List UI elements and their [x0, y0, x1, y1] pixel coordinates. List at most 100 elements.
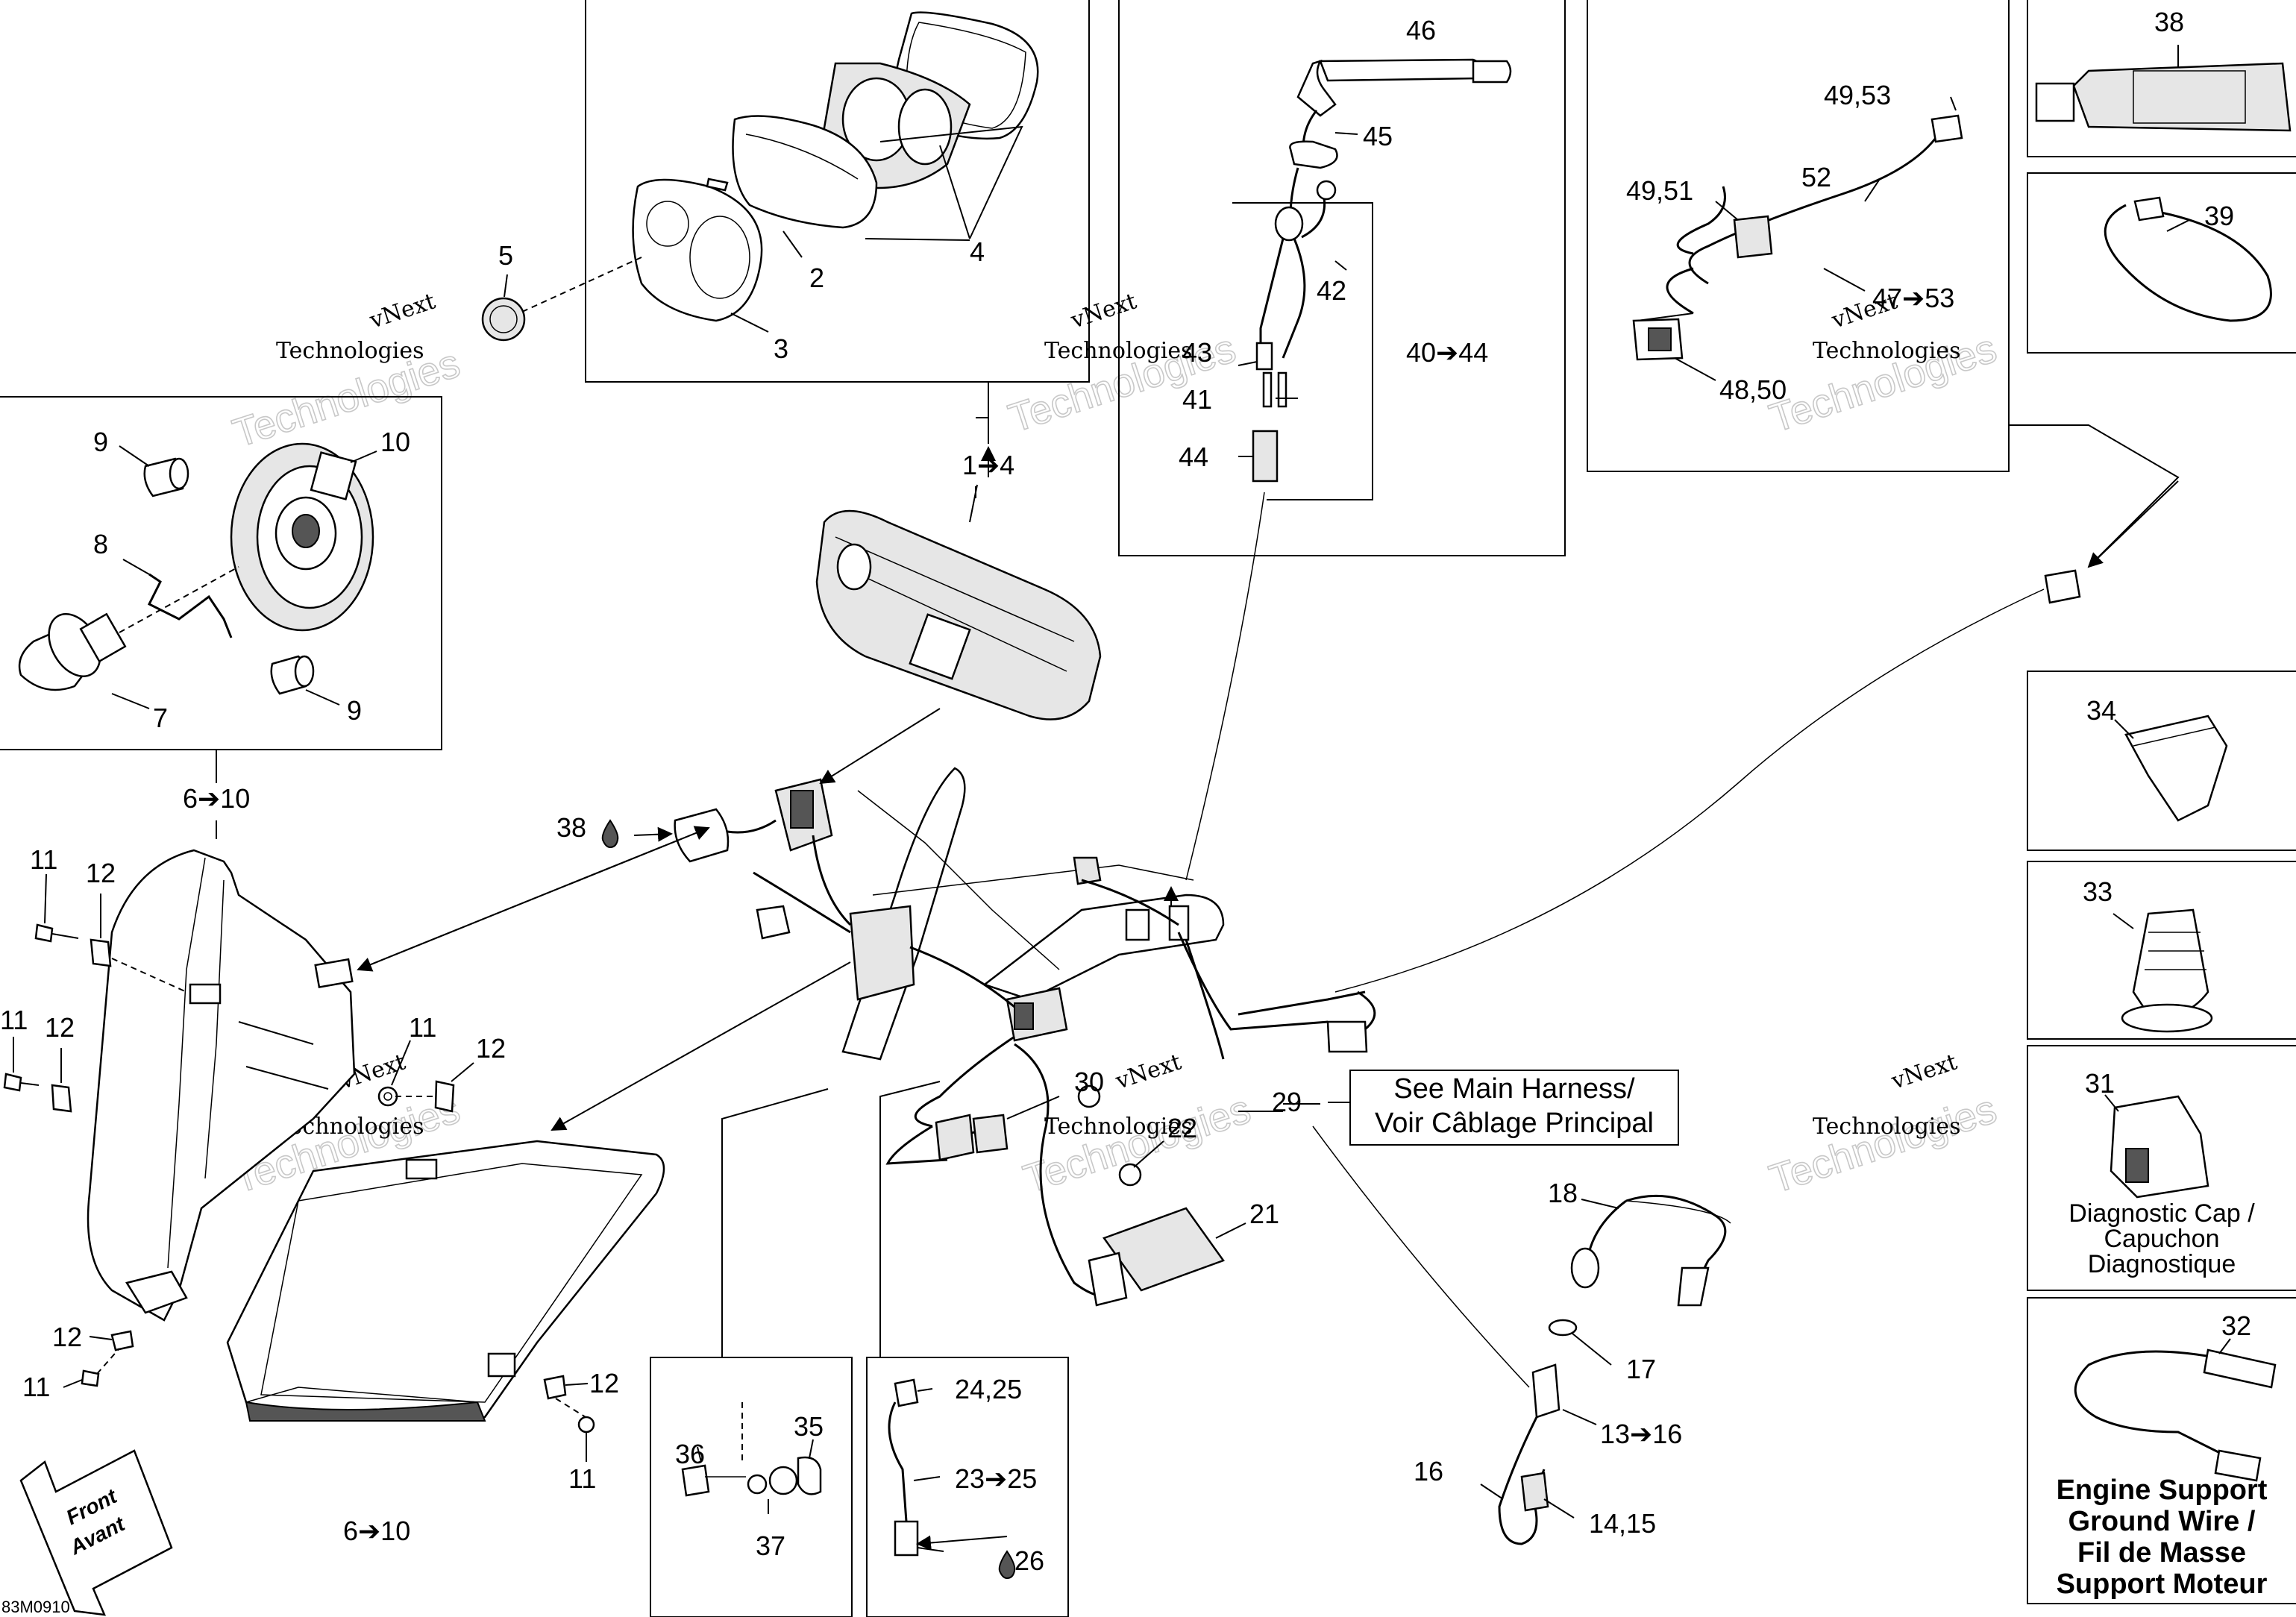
notes: See Main Harness/ Voir Câblage Principal… [1, 1070, 2268, 1616]
headlamp-kit-box [0, 396, 442, 750]
callout-11-c: 11 [409, 1012, 436, 1043]
callout-4: 4 [970, 236, 985, 267]
main-harness-note-box [1349, 1070, 1679, 1146]
tie-box [2027, 172, 2296, 354]
callout-29: 29 [1272, 1087, 1302, 1117]
callout-8: 8 [93, 529, 108, 559]
watermark-outline: Technologies [1018, 1087, 1255, 1202]
callout-9-a: 9 [93, 427, 108, 457]
callout-35: 35 [794, 1411, 824, 1442]
callout-43: 43 [1182, 337, 1212, 368]
callout-12-d: 12 [52, 1322, 82, 1352]
drop-icon [998, 1550, 1016, 1580]
main-gauge-cluster [815, 509, 1102, 720]
callout-38-left: 38 [556, 812, 586, 843]
rivet-33 [2132, 908, 2209, 1017]
watermark-outline: Technologies [1764, 1087, 2001, 1202]
bracket-40-44 [1232, 202, 1373, 500]
bezel-part [632, 178, 763, 322]
callout-7: 7 [153, 703, 168, 733]
sensor-box-left [650, 1357, 853, 1617]
ground-note-line1: Engine Support [2057, 1475, 2268, 1506]
drawing-code: 83M0910 [1, 1598, 70, 1616]
connector-49-53 [1930, 114, 1963, 143]
arrows: Front Avant [19, 446, 2179, 1616]
lower-center-parts [681, 1081, 1731, 1557]
callout-5: 5 [498, 240, 513, 271]
watermark-group: Technologies vNext Technologies Technolo… [227, 289, 2002, 1203]
callout-42: 42 [1317, 275, 1346, 306]
cluster-part [815, 509, 1102, 720]
watermark-vnext: vNext [1888, 1049, 1960, 1095]
callout-33: 33 [2083, 876, 2112, 907]
callout-46: 46 [1406, 15, 1436, 45]
callout-11-a: 11 [30, 844, 57, 875]
callout-2: 2 [809, 263, 824, 293]
watermark-technologies: Technologies [1813, 338, 1961, 364]
grease-box [2027, 0, 2296, 157]
callout-24-25: 24,25 [955, 1374, 1022, 1404]
drop-icon [601, 819, 619, 849]
main-harness [674, 588, 2045, 1298]
callout-40-44: 40➔44 [1406, 337, 1488, 368]
callout-18: 18 [1548, 1178, 1578, 1208]
callout-49-51: 49,51 [1626, 175, 1693, 206]
clip-box [2027, 671, 2296, 851]
callout-6-10-top: 6➔10 [183, 783, 250, 814]
ground-wire-box [2027, 1297, 2296, 1604]
sensor-box-right [866, 1357, 1069, 1617]
callout-11-e: 11 [568, 1463, 596, 1494]
adapter-harness-box [1587, 0, 2010, 472]
ground-note-line3: Fil de Masse [2077, 1537, 2246, 1569]
connector-38 [674, 808, 730, 863]
callout-49-53: 49,53 [1824, 80, 1891, 110]
dess-kit-box [1118, 0, 1566, 556]
callout-14-15: 14,15 [1589, 1508, 1656, 1539]
callout-10: 10 [380, 427, 410, 457]
callouts: 1➔4 2 3 4 5 6➔10 6➔10 7 8 9 9 10 11 11 1… [0, 7, 2251, 1576]
callout-12-b: 12 [45, 1012, 75, 1043]
main-harness-note-line2: Voir Câblage Principal [1375, 1108, 1654, 1139]
callout-39: 39 [2204, 201, 2234, 231]
callout-44: 44 [1179, 442, 1208, 472]
drop-icons [601, 819, 1016, 1580]
callout-1-4: 1➔4 [962, 450, 1014, 480]
dess-kit-parts [1185, 58, 1512, 881]
connector-44 [1252, 430, 1279, 483]
left-headlamp [87, 849, 356, 1322]
watermark-technologies: Technologies [276, 338, 424, 364]
lens-part [732, 115, 878, 229]
callout-34: 34 [2086, 695, 2116, 726]
headlamp-kit-parts [18, 442, 377, 839]
callout-11-d: 11 [22, 1372, 50, 1402]
diag-cap-box [2027, 1045, 2296, 1291]
ground-note-line4: Support Moteur [2057, 1569, 2268, 1600]
regulator-21 [1102, 1207, 1225, 1292]
adapter-harness-parts [1632, 96, 2180, 604]
grommet-part [1289, 140, 1338, 169]
callout-52: 52 [1801, 162, 1831, 192]
callout-45: 45 [1363, 121, 1393, 151]
fasteners [3, 873, 595, 1462]
callout-12-e: 12 [589, 1368, 619, 1398]
watermark-vnext: vNext [366, 289, 439, 334]
callout-12-a: 12 [86, 858, 116, 888]
callout-6-10-bottom: 6➔10 [343, 1516, 410, 1546]
callout-48-50: 48,50 [1719, 374, 1787, 405]
clip-34 [2124, 715, 2228, 822]
relay-connector [849, 905, 915, 1001]
gauge-kit-box [585, 0, 1090, 383]
callout-13-16: 13➔16 [1600, 1419, 1682, 1449]
watermark-technologies: Technologies [1044, 1114, 1193, 1140]
watermark-technologies: Technologies [1813, 1114, 1961, 1140]
headlamp-housing-left [87, 849, 356, 1322]
watermark-vnext: vNext [1067, 289, 1140, 334]
right-headlamp [226, 1140, 665, 1422]
connector-49-51 [1733, 215, 1773, 259]
callout-23-25: 23➔25 [955, 1463, 1037, 1494]
callout-9-b: 9 [347, 695, 362, 726]
front-arrow [19, 1449, 173, 1616]
watermark-vnext: vNext [1112, 1049, 1185, 1095]
